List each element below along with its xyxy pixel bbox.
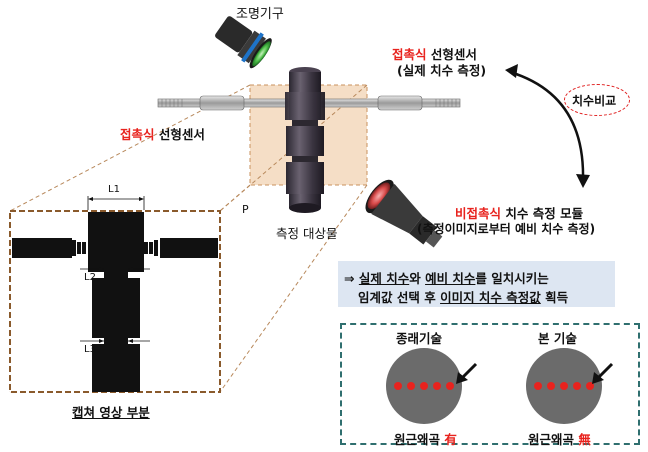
l1-label: L1 — [108, 184, 120, 195]
contact-left-red: 접촉식 — [120, 127, 155, 142]
comparison-graphics — [386, 348, 614, 424]
callout-text-3: 임계값 선택 후 — [358, 290, 441, 305]
callout-text-2: 를 일치시키는 — [475, 271, 549, 286]
method-callout: ⇒ 실제 치수와 예비 치수를 일치시키는 임계값 선택 후 이미지 치수 측정… — [338, 261, 615, 307]
contact-sensor-left-label: 접촉식 선형센서 — [120, 124, 205, 143]
compare-oval — [564, 84, 630, 116]
callout-preliminary-dim: 예비 치수 — [425, 271, 476, 286]
contact-sensor-top-sublabel: (실제 치수 측정) — [397, 63, 487, 78]
contact-sensor-top-label: 접촉식 선형센서 — [392, 44, 477, 63]
arrowhead-bottom — [576, 174, 590, 188]
arrowhead-top — [505, 64, 518, 78]
compare-arrow — [509, 70, 585, 181]
conventional-caption-text: 원근왜곡 — [394, 432, 445, 447]
l3-label: L3 — [84, 344, 96, 355]
capture-inset — [9, 196, 221, 393]
compare-label: 치수비교 — [572, 94, 617, 108]
callout-text-1: 와 — [409, 271, 426, 286]
comparison-box — [340, 323, 640, 445]
noncontact-rest: 치수 측정 모듈 — [501, 206, 584, 221]
proposed-caption-text: 원근왜곡 — [528, 432, 579, 447]
proposed-mark: 無 — [578, 432, 591, 447]
proposed-caption: 원근왜곡 無 — [528, 429, 591, 448]
callout-text-4: 획득 — [540, 290, 569, 305]
conventional-caption: 원근왜곡 有 — [394, 429, 457, 448]
callout-actual-dim: 실제 치수 — [358, 271, 410, 286]
callout-line-2: 임계값 선택 후 이미지 치수 측정값 획득 — [358, 287, 568, 306]
conventional-mark: 有 — [444, 432, 457, 447]
capture-label: 캡쳐 영상 부분 — [72, 405, 150, 420]
noncontact-red: 비접촉식 — [455, 206, 502, 221]
noncontact-label: 비접촉식 치수 측정 모듈 — [455, 203, 583, 222]
left-linear-sensor — [157, 95, 289, 111]
l2-label: L2 — [84, 272, 96, 283]
contact-left-rest: 선형센서 — [154, 127, 205, 142]
contact-top-red: 접촉식 — [392, 47, 427, 62]
target-label: 측정 대상물 — [276, 226, 338, 241]
callout-image-dim: 이미지 치수 측정값 — [440, 290, 541, 305]
contact-top-rest: 선형센서 — [426, 47, 477, 62]
light-label: 조명기구 — [236, 7, 284, 22]
noncontact-sublabel: (측정이미지로부터 예비 치수 측정) — [417, 222, 596, 236]
proposed-title: 본 기술 — [538, 331, 577, 346]
camera-module-icon — [365, 179, 443, 248]
callout-line-1: ⇒ 실제 치수와 예비 치수를 일치시키는 — [344, 268, 549, 287]
callout-arrow: ⇒ — [344, 271, 355, 286]
conventional-title: 종래기술 — [396, 331, 443, 346]
lighting-fixture-icon — [215, 16, 272, 69]
target-object — [285, 67, 325, 213]
p-label: P — [242, 203, 249, 216]
